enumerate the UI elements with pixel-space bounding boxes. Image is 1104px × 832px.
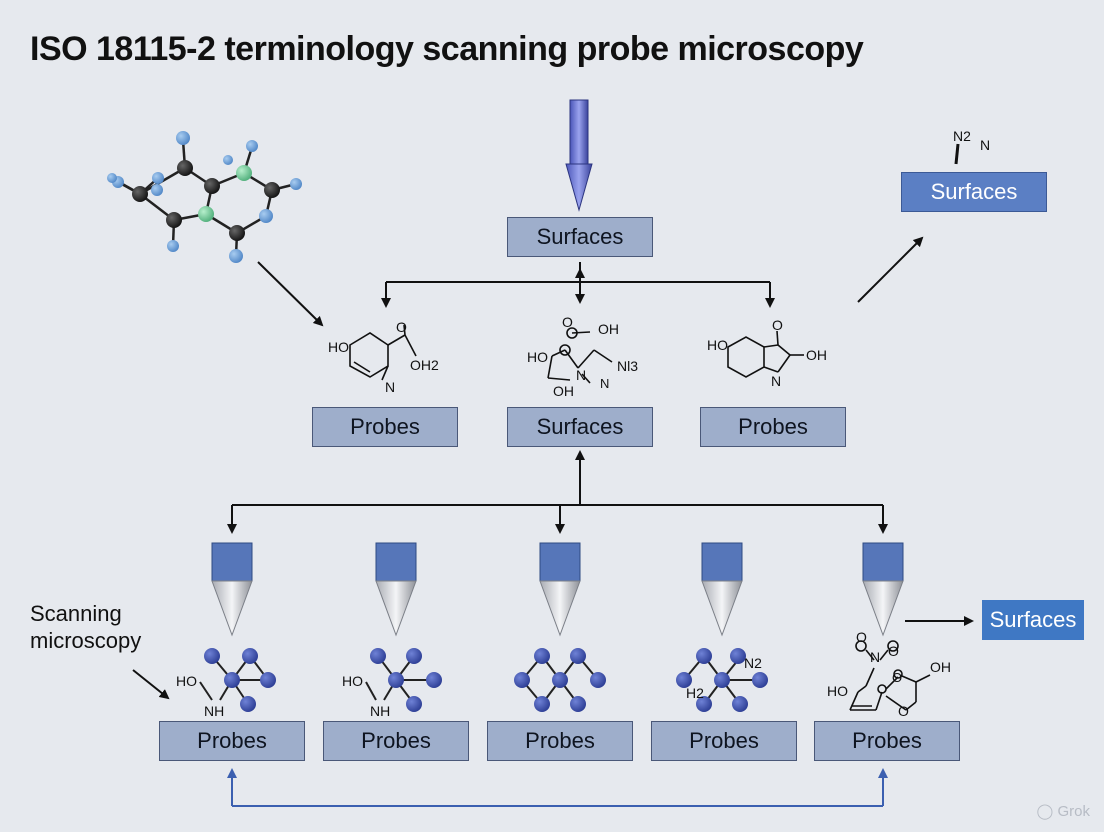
- svg-text:O: O: [898, 703, 909, 719]
- box-bottom-2-probes: Probes: [323, 721, 469, 761]
- watermark: ◯ Grok: [1036, 803, 1090, 820]
- molecule-bottom-3: [514, 648, 606, 712]
- molecule-bottom-5: O N O OH HO O O: [827, 629, 951, 719]
- side-label-line-2: microscopy: [30, 628, 142, 653]
- top-right-formula: N2 N: [953, 128, 990, 165]
- svg-text:OH: OH: [806, 347, 827, 363]
- probe-tip-5: [862, 542, 904, 637]
- svg-text:NH: NH: [204, 703, 224, 719]
- svg-text:N: N: [600, 376, 609, 391]
- svg-text:N2: N2: [744, 655, 762, 671]
- svg-text:O: O: [396, 319, 407, 335]
- svg-text:H2: H2: [686, 685, 704, 701]
- svg-text:Nl3: Nl3: [617, 358, 638, 374]
- bottom-feedback-arrow: [227, 768, 888, 807]
- watermark-text: Grok: [1057, 803, 1090, 820]
- connectors: [132, 236, 974, 700]
- probe-tip-2: [375, 542, 417, 637]
- svg-text:N: N: [385, 379, 395, 395]
- svg-text:N: N: [771, 373, 781, 389]
- molecule-mid-left: HO O OH2 N: [328, 319, 439, 395]
- molecule-bottom-1: HO NH: [176, 648, 276, 719]
- page-title: ISO 18115-2 terminology scanning probe m…: [30, 30, 864, 68]
- svg-text:HO: HO: [707, 337, 728, 353]
- svg-text:NH: NH: [370, 703, 390, 719]
- svg-text:O: O: [856, 629, 867, 645]
- box-mid-left-probes: Probes: [312, 407, 458, 447]
- molecule-bottom-4: N2 H2: [676, 648, 768, 712]
- svg-text:OH: OH: [553, 383, 574, 399]
- svg-text:N: N: [576, 367, 586, 383]
- box-top-right-surfaces: Surfaces: [901, 172, 1047, 212]
- svg-text:HO: HO: [527, 349, 548, 365]
- molecule-mid-right: HO O OH N: [707, 317, 827, 389]
- svg-text:HO: HO: [342, 673, 363, 689]
- probe-tip-1: [211, 542, 253, 637]
- side-label-line-1: Scanning: [30, 601, 122, 626]
- svg-text:N: N: [870, 649, 880, 665]
- side-label: Scanning microscopy: [30, 600, 141, 654]
- svg-text:HO: HO: [328, 339, 349, 355]
- svg-text:O: O: [888, 643, 899, 659]
- svg-text:O: O: [772, 317, 783, 333]
- svg-text:O: O: [892, 670, 902, 685]
- svg-text:OH: OH: [598, 321, 619, 337]
- molecule-mid-center: O OH HO N Nl3 N OH: [527, 314, 638, 399]
- probe-tips-row: [211, 542, 904, 637]
- probe-tip-3: [539, 542, 581, 637]
- svg-text:N2: N2: [953, 128, 971, 144]
- svg-text:HO: HO: [176, 673, 197, 689]
- box-bottom-4-probes: Probes: [651, 721, 797, 761]
- svg-text:OH2: OH2: [410, 357, 439, 373]
- svg-text:OH: OH: [930, 659, 951, 675]
- molecule-bottom-2: HO NH: [342, 648, 442, 719]
- svg-text:O: O: [562, 314, 573, 330]
- box-bottom-3-probes: Probes: [487, 721, 633, 761]
- box-top-center-surfaces: Surfaces: [507, 217, 653, 257]
- large-probe-tip: [565, 99, 593, 212]
- box-far-right-surfaces: Surfaces: [982, 600, 1084, 640]
- box-mid-right-probes: Probes: [700, 407, 846, 447]
- svg-text:N: N: [980, 137, 990, 153]
- box-bottom-1-probes: Probes: [159, 721, 305, 761]
- svg-text:HO: HO: [827, 683, 848, 699]
- molecule-3d-model: [107, 131, 302, 263]
- box-mid-center-surfaces: Surfaces: [507, 407, 653, 447]
- box-bottom-5-probes: Probes: [814, 721, 960, 761]
- probe-tip-4: [701, 542, 743, 637]
